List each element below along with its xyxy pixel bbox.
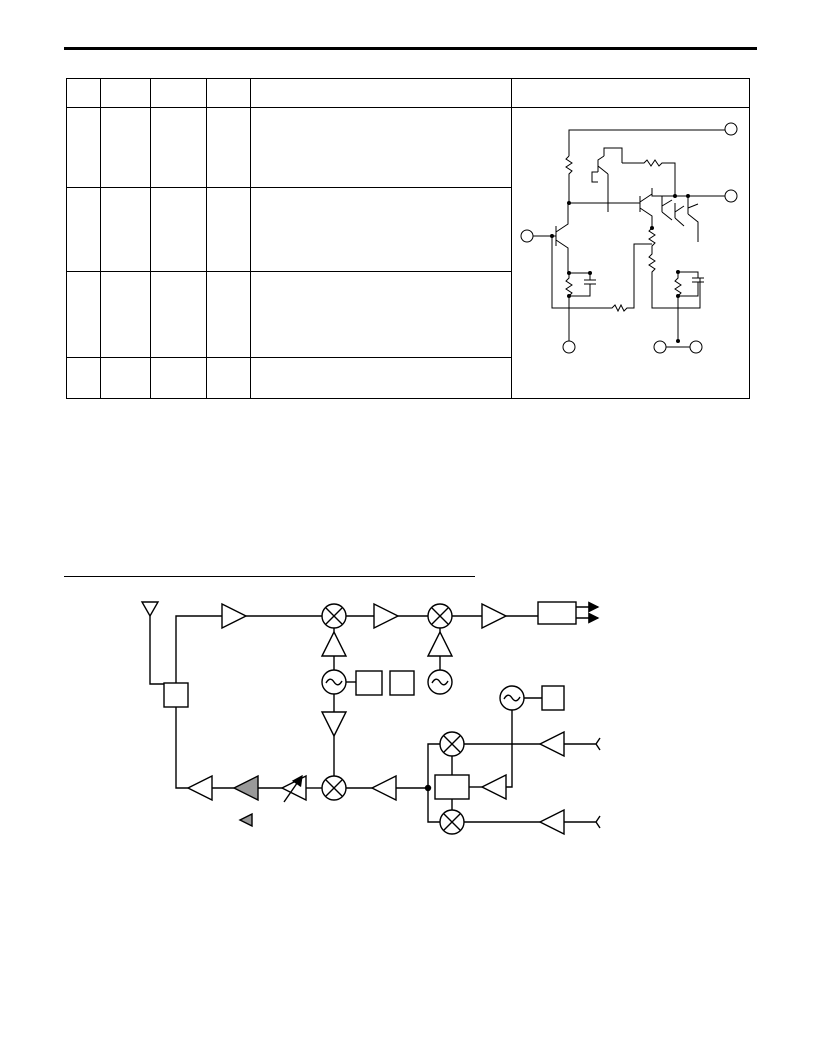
if-amplifier-1-icon	[373, 602, 400, 630]
table-header-row	[66, 78, 750, 108]
cell-io	[206, 357, 251, 399]
cell-symbol	[100, 187, 151, 272]
duplexer-block	[163, 682, 189, 708]
pa-indicator-icon	[238, 812, 253, 828]
lo-buffer-down-icon	[320, 711, 348, 738]
cell-function	[250, 107, 512, 188]
pin-terminal-icon	[689, 340, 703, 354]
q-input-amplifier-icon	[538, 808, 565, 836]
local-oscillator-1-icon	[321, 669, 347, 695]
pin-terminal-icon	[520, 229, 534, 243]
i-input-terminal-icon	[564, 737, 601, 751]
table-row	[66, 271, 750, 358]
rx-mixer-2-icon	[427, 603, 453, 629]
cell-voltage	[150, 357, 207, 399]
divider-block-1	[355, 670, 383, 696]
cell-voltage	[150, 187, 207, 272]
cell-io	[206, 187, 251, 272]
pin-terminal-icon	[724, 122, 738, 136]
pin-terminal-icon	[562, 340, 576, 354]
lo-buffer-2-icon	[426, 630, 454, 657]
table-row	[66, 107, 750, 399]
lo-buffer-up-icon	[320, 630, 348, 657]
cell-pin-no	[66, 107, 101, 188]
lna-amplifier-icon	[221, 602, 248, 630]
local-oscillator-2-icon	[427, 669, 453, 695]
tx-driver-amplifier-icon	[186, 774, 213, 802]
col-header-io	[206, 78, 251, 108]
header-rule	[64, 47, 757, 50]
rf-block-diagram	[140, 601, 601, 836]
pin-terminal-icon	[653, 340, 667, 354]
col-header-equivalent-circuit	[511, 78, 750, 108]
cell-voltage	[150, 107, 207, 188]
iq-mixer-q-icon	[439, 809, 465, 835]
col-header-voltage	[150, 78, 207, 108]
divider-block-2	[389, 670, 415, 696]
cell-function	[250, 357, 512, 399]
table-row	[66, 187, 750, 272]
col-header-symbol	[100, 78, 151, 108]
iq-mixer-i-icon	[439, 731, 465, 757]
i-input-amplifier-icon	[538, 730, 565, 758]
rx-mixer-1-icon	[321, 603, 347, 629]
equivalent-circuit-schematic	[520, 122, 738, 354]
if-amplifier-2-icon	[481, 602, 508, 630]
cell-symbol	[100, 357, 151, 399]
cell-function	[250, 187, 512, 272]
cell-symbol	[100, 271, 151, 358]
col-header-function	[250, 78, 512, 108]
tx-mixer-icon	[321, 775, 347, 801]
cell-io	[206, 271, 251, 358]
cell-io	[206, 107, 251, 188]
cell-pin-no	[66, 357, 101, 399]
cell-symbol	[100, 107, 151, 188]
section-rule	[64, 576, 475, 577]
demodulator-block	[537, 601, 577, 625]
local-oscillator-3-icon	[499, 685, 525, 711]
antenna-icon	[140, 601, 164, 685]
cell-pin-no	[66, 271, 101, 358]
col-header-pin-no	[66, 78, 101, 108]
table-row	[66, 357, 750, 399]
tx-if-amplifier-icon	[370, 774, 397, 802]
pin-terminal-icon	[724, 189, 738, 203]
equivalent-circuit-cell	[511, 107, 750, 399]
cell-function	[250, 271, 512, 358]
pll-block	[541, 685, 565, 711]
carrier-buffer-icon	[480, 773, 507, 801]
phase-shifter-block	[434, 774, 470, 800]
q-input-terminal-icon	[564, 815, 601, 829]
cell-voltage	[150, 271, 207, 358]
cell-pin-no	[66, 187, 101, 272]
pin-description-table	[66, 78, 750, 399]
power-amplifier-icon	[232, 774, 259, 802]
